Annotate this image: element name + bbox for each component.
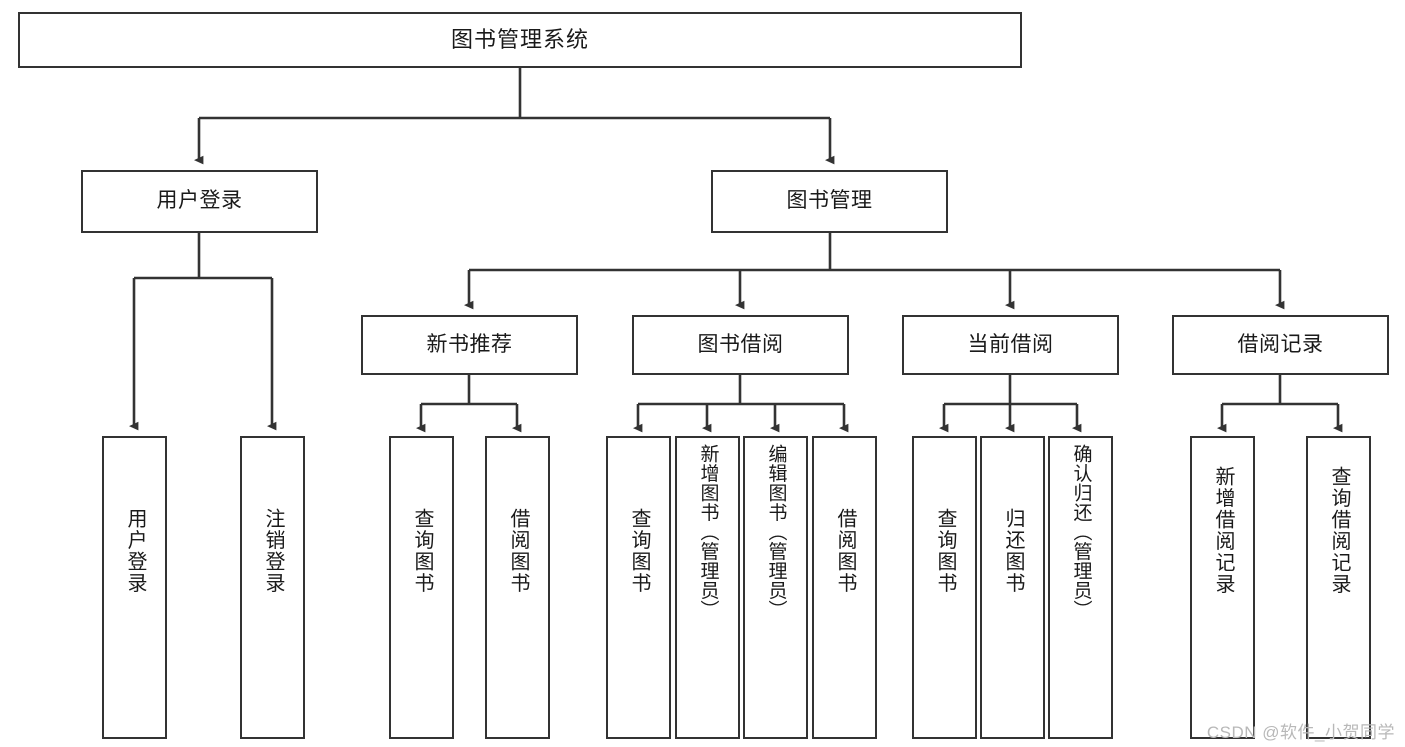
node-book-borrow-label: 图书借阅: [697, 332, 784, 356]
node-leaf-confirm-return[interactable]: 确认归还（管理员）: [1048, 436, 1113, 739]
node-leaf-edit-book[interactable]: 编辑图书（管理员）: [743, 436, 808, 739]
node-leaf-user-login-label: 用户登录: [124, 508, 146, 594]
node-leaf-logout[interactable]: 注销登录: [240, 436, 305, 739]
node-leaf-add-book-label: 新增图书（管理员）: [697, 444, 719, 620]
node-borrow-record-label: 借阅记录: [1237, 332, 1324, 356]
node-leaf-query-book-1[interactable]: 查询图书: [389, 436, 454, 739]
node-leaf-return-book-label: 归还图书: [1002, 508, 1024, 594]
node-leaf-query-record-label: 查询借阅记录: [1328, 466, 1350, 595]
node-user-login-label: 用户登录: [156, 189, 243, 213]
node-leaf-add-book[interactable]: 新增图书（管理员）: [675, 436, 740, 739]
node-leaf-query-book-1-label: 查询图书: [411, 508, 433, 594]
node-leaf-edit-book-label: 编辑图书（管理员）: [765, 444, 787, 620]
node-new-book-recommend[interactable]: 新书推荐: [361, 315, 578, 375]
node-root[interactable]: 图书管理系统: [18, 12, 1022, 68]
node-leaf-add-record-label: 新增借阅记录: [1212, 466, 1234, 595]
node-new-book-recommend-label: 新书推荐: [426, 332, 513, 356]
node-book-management-label: 图书管理: [786, 189, 873, 213]
node-leaf-borrow-book-2-label: 借阅图书: [834, 508, 856, 594]
node-leaf-return-book[interactable]: 归还图书: [980, 436, 1045, 739]
node-leaf-query-book-3[interactable]: 查询图书: [912, 436, 977, 739]
node-leaf-logout-label: 注销登录: [262, 508, 284, 594]
node-book-management[interactable]: 图书管理: [711, 170, 948, 233]
node-current-borrow[interactable]: 当前借阅: [902, 315, 1119, 375]
node-leaf-user-login[interactable]: 用户登录: [102, 436, 167, 739]
node-leaf-query-book-3-label: 查询图书: [934, 508, 956, 594]
node-leaf-confirm-return-label: 确认归还（管理员）: [1070, 444, 1092, 620]
node-user-login[interactable]: 用户登录: [81, 170, 318, 233]
node-leaf-query-book-2[interactable]: 查询图书: [606, 436, 671, 739]
node-borrow-record[interactable]: 借阅记录: [1172, 315, 1389, 375]
node-leaf-borrow-book-1[interactable]: 借阅图书: [485, 436, 550, 739]
node-root-label: 图书管理系统: [450, 27, 589, 53]
node-leaf-query-book-2-label: 查询图书: [628, 508, 650, 594]
node-leaf-borrow-book-1-label: 借阅图书: [507, 508, 529, 594]
node-leaf-query-record[interactable]: 查询借阅记录: [1306, 436, 1371, 739]
node-leaf-borrow-book-2[interactable]: 借阅图书: [812, 436, 877, 739]
node-current-borrow-label: 当前借阅: [967, 332, 1054, 356]
node-book-borrow[interactable]: 图书借阅: [632, 315, 849, 375]
node-leaf-add-record[interactable]: 新增借阅记录: [1190, 436, 1255, 739]
watermark: CSDN @软件_小贺同学: [1206, 723, 1395, 742]
